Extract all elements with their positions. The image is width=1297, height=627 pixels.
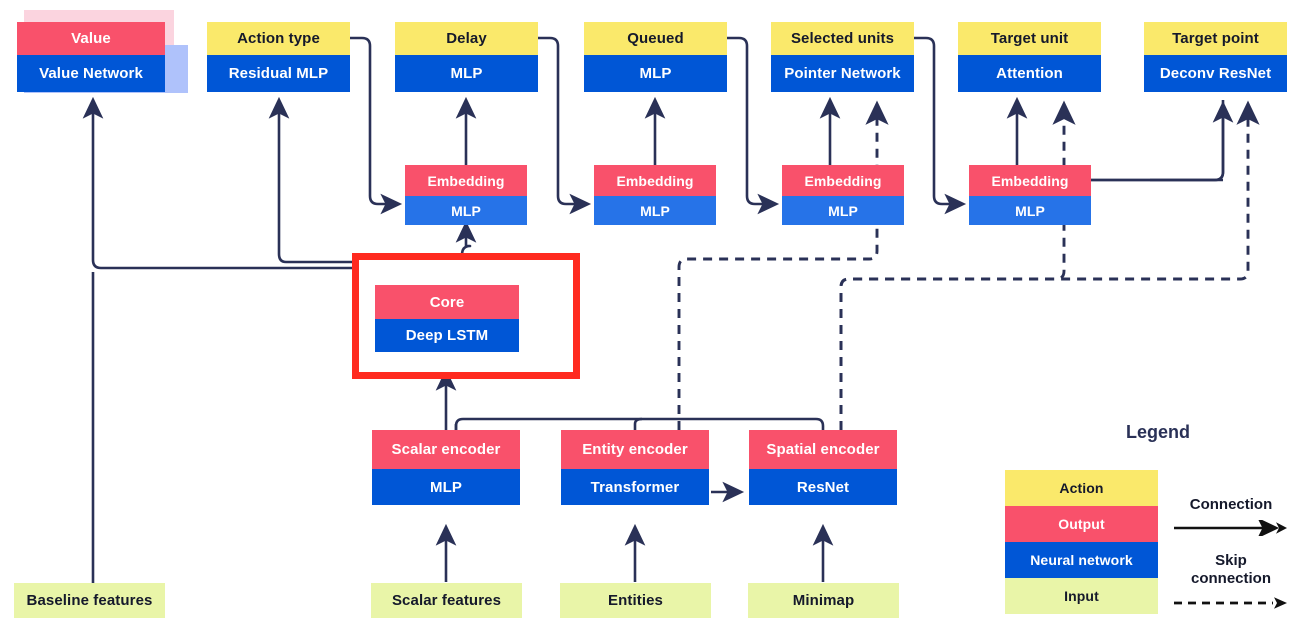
skip-spatial-encoder-to-target-point xyxy=(839,100,1260,430)
node-embedding-selected-units[interactable]: Embedding MLP xyxy=(782,165,904,225)
legend-skip-label-line2: connection xyxy=(1190,570,1271,587)
node-entity-encoder-top-label: Entity encoder xyxy=(561,430,709,469)
node-delay[interactable]: Delay MLP xyxy=(395,22,538,92)
legend-swatch-output: Output xyxy=(1005,506,1158,542)
node-core-bottom-label: Deep LSTM xyxy=(375,319,519,352)
legend-connection-label: Connection xyxy=(1189,496,1273,513)
node-embedding-target-unit-bottom-label: MLP xyxy=(969,196,1091,225)
node-entities-label: Entities xyxy=(560,583,711,618)
node-embedding-queued-top-label: Embedding xyxy=(594,165,716,196)
wire-queued-to-units-embedding xyxy=(727,36,780,215)
node-scalar-encoder-top-label: Scalar encoder xyxy=(372,430,520,469)
node-embedding-delay[interactable]: Embedding MLP xyxy=(405,165,527,225)
node-target-unit[interactable]: Target unit Attention xyxy=(958,22,1101,92)
node-entity-encoder-bottom-label: Transformer xyxy=(561,469,709,505)
legend-connection-arrow xyxy=(1174,520,1287,536)
wire-selected-units-to-target-embedding xyxy=(914,36,967,215)
node-embedding-delay-top-label: Embedding xyxy=(405,165,527,196)
node-selected-units-top-label: Selected units xyxy=(771,22,914,55)
node-selected-units[interactable]: Selected units Pointer Network xyxy=(771,22,914,92)
node-action-type-top-label: Action type xyxy=(207,22,350,55)
node-action-type-bottom-label: Residual MLP xyxy=(207,55,350,92)
wire-core-to-action-type xyxy=(268,96,356,264)
node-minimap[interactable]: Minimap xyxy=(748,583,899,618)
node-core-top-label: Core xyxy=(375,285,519,319)
node-spatial-encoder[interactable]: Spatial encoder ResNet xyxy=(749,430,897,505)
node-entity-encoder[interactable]: Entity encoder Transformer xyxy=(561,430,709,505)
node-core[interactable]: Core Deep LSTM xyxy=(375,285,519,352)
node-entities[interactable]: Entities xyxy=(560,583,711,618)
node-target-unit-top-label: Target unit xyxy=(958,22,1101,55)
node-baseline-features[interactable]: Baseline features xyxy=(14,583,165,618)
node-action-type[interactable]: Action type Residual MLP xyxy=(207,22,350,92)
node-target-point-top-label: Target point xyxy=(1144,22,1287,55)
wire-action-type-to-delay-embedding xyxy=(350,36,403,215)
node-queued[interactable]: Queued MLP xyxy=(584,22,727,92)
node-spatial-encoder-bottom-label: ResNet xyxy=(749,469,897,505)
node-embedding-target-unit[interactable]: Embedding MLP xyxy=(969,165,1091,225)
node-spatial-encoder-top-label: Spatial encoder xyxy=(749,430,897,469)
node-scalar-encoder[interactable]: Scalar encoder MLP xyxy=(372,430,520,505)
node-queued-top-label: Queued xyxy=(584,22,727,55)
skip-entity-encoder-to-selected-units xyxy=(677,100,889,430)
skip-spatial-encoder-to-target-unit xyxy=(839,100,1076,430)
node-minimap-label: Minimap xyxy=(748,583,899,618)
node-queued-bottom-label: MLP xyxy=(584,55,727,92)
core-highlight-frame xyxy=(352,253,580,379)
node-value-top-label: Value xyxy=(17,22,165,55)
legend-skip-label-line1: Skip xyxy=(1215,552,1247,569)
node-embedding-selected-units-top-label: Embedding xyxy=(782,165,904,196)
legend-swatch-neural-network: Neural network xyxy=(1005,542,1158,578)
legend-title: Legend xyxy=(1126,422,1191,442)
node-scalar-features-label: Scalar features xyxy=(371,583,522,618)
node-embedding-target-unit-top-label: Embedding xyxy=(969,165,1091,196)
node-baseline-features-label: Baseline features xyxy=(14,583,165,618)
legend-skip-connection-arrow xyxy=(1174,597,1287,609)
node-embedding-queued-bottom-label: MLP xyxy=(594,196,716,225)
wire-core-to-value-network xyxy=(82,96,356,270)
wire-delay-to-queued-embedding xyxy=(538,36,592,215)
legend-swatch-stack: Action Output Neural network Input xyxy=(1005,470,1158,614)
wire-encoder-bus xyxy=(454,417,825,430)
wire-entity-encoder-riser xyxy=(633,417,643,430)
wire-emb-target-to-deconv xyxy=(1074,100,1234,182)
node-target-point-bottom-label: Deconv ResNet xyxy=(1144,55,1287,92)
node-scalar-encoder-bottom-label: MLP xyxy=(372,469,520,505)
node-embedding-queued[interactable]: Embedding MLP xyxy=(594,165,716,225)
node-value-bottom-label: Value Network xyxy=(17,55,165,92)
node-delay-bottom-label: MLP xyxy=(395,55,538,92)
wire-target-point-down xyxy=(1150,100,1225,182)
legend-swatch-action: Action xyxy=(1005,470,1158,506)
node-embedding-delay-bottom-label: MLP xyxy=(405,196,527,225)
node-target-unit-bottom-label: Attention xyxy=(958,55,1101,92)
node-value[interactable]: Value Value Network xyxy=(17,22,165,92)
node-embedding-selected-units-bottom-label: MLP xyxy=(782,196,904,225)
legend-swatch-input: Input xyxy=(1005,578,1158,614)
node-scalar-features[interactable]: Scalar features xyxy=(371,583,522,618)
node-target-point[interactable]: Target point Deconv ResNet xyxy=(1144,22,1287,92)
node-selected-units-bottom-label: Pointer Network xyxy=(771,55,914,92)
node-delay-top-label: Delay xyxy=(395,22,538,55)
